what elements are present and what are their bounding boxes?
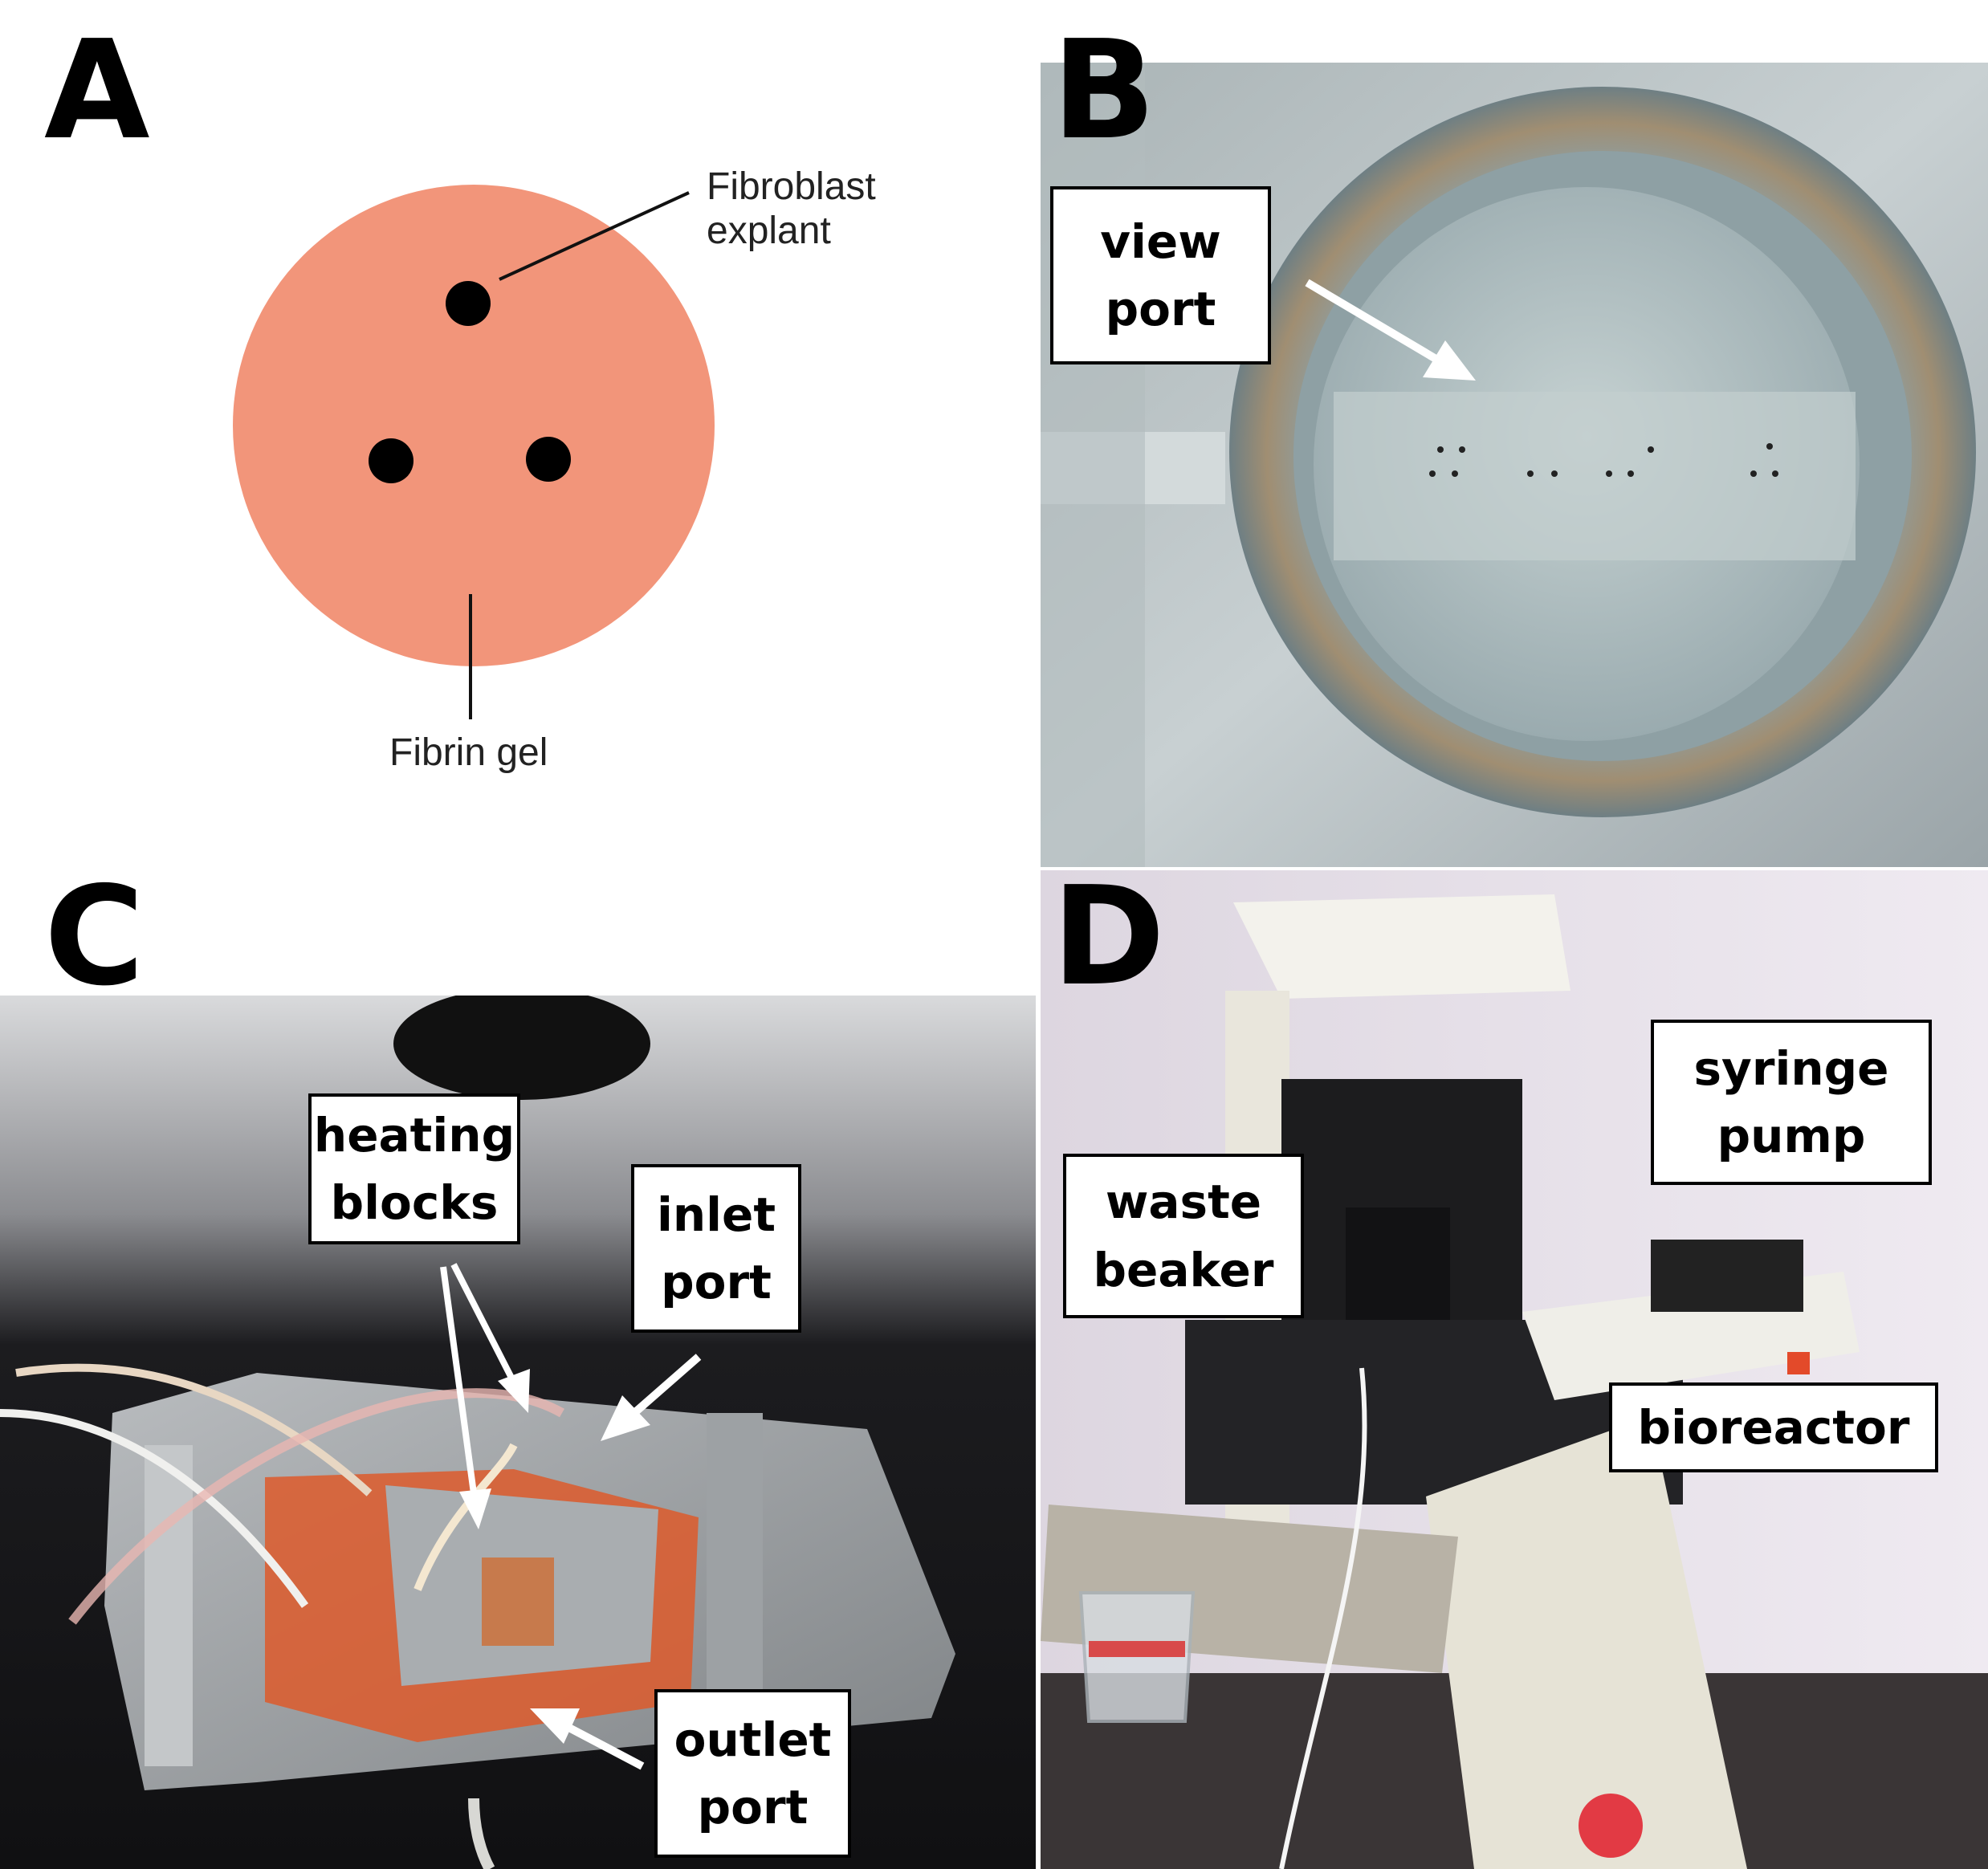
inlet-port-callout: inlet port	[631, 1164, 801, 1333]
waste-beaker-callout: waste beaker	[1063, 1154, 1304, 1318]
fibrin-gel-label: Fibrin gel	[389, 731, 548, 774]
fibrin-gel-diagram	[233, 185, 715, 719]
syringe-pump-callout: syringe pump	[1651, 1020, 1932, 1185]
fibroblast-explant-label: Fibroblast explant	[707, 165, 876, 253]
view-port-line1: view	[1100, 214, 1221, 269]
view-port-line2: port	[1105, 282, 1216, 336]
microscope-setup-image	[1041, 870, 1988, 1869]
explant-dot-left	[369, 438, 413, 483]
heating-blocks-line2: blocks	[330, 1175, 499, 1230]
waste-beaker-line2: beaker	[1093, 1242, 1274, 1297]
panel-letter-d: D	[1052, 857, 1166, 1016]
heating-blocks-line1: heating	[313, 1107, 515, 1163]
fibrin-gel-disc	[233, 185, 715, 666]
view-port-callout: view port	[1050, 186, 1271, 364]
outlet-port-line1: outlet	[674, 1712, 832, 1767]
inlet-port-line2: port	[661, 1255, 772, 1309]
outlet-port-callout: outlet port	[654, 1689, 851, 1858]
panel-letter-b: B	[1052, 11, 1156, 170]
panel-b-photo	[1041, 63, 1988, 867]
panel-letter-c: C	[44, 857, 145, 1016]
explant-dot-top	[446, 281, 491, 326]
fibroblast-label-line1: Fibroblast	[707, 165, 876, 208]
inlet-port-line1: inlet	[656, 1187, 776, 1242]
outlet-port-line2: port	[697, 1780, 809, 1834]
stage-insert-image	[0, 996, 1036, 1869]
fibroblast-leader-line	[499, 191, 690, 281]
waste-beaker-line1: waste	[1105, 1175, 1262, 1230]
heating-blocks-callout: heating blocks	[308, 1093, 520, 1244]
panel-a: A Fibroblast explant Fibrin gel	[0, 0, 1036, 867]
bioreactor-label: bioreactor	[1637, 1399, 1910, 1455]
bioreactor-top-view-image	[1041, 63, 1988, 867]
syringe-pump-line1: syringe	[1693, 1040, 1889, 1096]
panel-letter-a: A	[44, 11, 150, 170]
bioreactor-callout: bioreactor	[1609, 1382, 1938, 1472]
syringe-pump-line2: pump	[1717, 1109, 1866, 1163]
explant-dot-right	[526, 437, 571, 482]
fibroblast-label-line2: explant	[707, 210, 831, 253]
